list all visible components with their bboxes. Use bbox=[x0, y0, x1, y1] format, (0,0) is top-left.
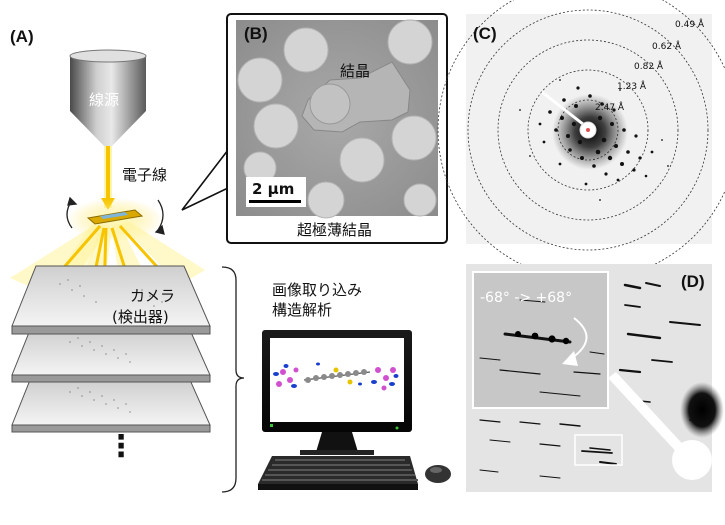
panel-d bbox=[466, 264, 724, 492]
ring-label-0: 0.49 Å bbox=[675, 18, 705, 30]
ring-label-4: 2.47 Å bbox=[595, 101, 625, 113]
panel-a bbox=[10, 49, 451, 493]
source-label: 線源 bbox=[89, 91, 120, 109]
panel-b bbox=[181, 13, 448, 244]
ring-label-1: 0.62 Å bbox=[652, 40, 682, 52]
panel-c-label: (C) bbox=[473, 24, 497, 43]
zoom-source-box bbox=[574, 434, 623, 466]
electron-source-cone-icon bbox=[69, 49, 147, 146]
electron-beam-label: 電子線 bbox=[122, 166, 168, 184]
crystal-label: 結晶 bbox=[340, 62, 371, 80]
camera-label-2: (検出器) bbox=[112, 308, 169, 326]
panel-a-label: (A) bbox=[10, 27, 34, 46]
ring-label-2: 0.82 Å bbox=[634, 60, 664, 72]
diffraction-spots bbox=[519, 79, 669, 201]
scale-bar bbox=[249, 200, 301, 203]
rotation-range-label: -68° -> +68° bbox=[480, 290, 573, 306]
ring-label-3: 1.23 Å bbox=[617, 80, 647, 92]
rotation-arrow-icon bbox=[66, 196, 165, 235]
molecule-structure bbox=[273, 362, 399, 391]
keyboard-icon bbox=[258, 456, 418, 490]
detector-plate-3 bbox=[11, 379, 211, 433]
diffraction-streaks bbox=[479, 282, 709, 479]
panel-d-label: (D) bbox=[681, 272, 705, 291]
zoom-inset bbox=[472, 271, 609, 409]
camera-label-1: カメラ bbox=[130, 287, 176, 305]
detector-plates bbox=[11, 265, 211, 433]
beam-stop-d bbox=[608, 372, 712, 480]
scale-bar-label: 2 μm bbox=[252, 180, 295, 198]
monitor-icon bbox=[262, 330, 412, 455]
mouse-icon bbox=[425, 465, 451, 483]
analysis-label-2: 構造解析 bbox=[272, 301, 333, 319]
rotation-arrow-icon-d bbox=[562, 317, 588, 366]
panel-c: 0.49 Å 0.62 Å 0.82 Å 1.23 Å 2.47 Å bbox=[437, 0, 725, 281]
detector-plate-1 bbox=[11, 265, 211, 335]
panel-b-label: (B) bbox=[244, 24, 268, 43]
detector-plate-2 bbox=[11, 329, 211, 383]
beam-stop bbox=[541, 90, 597, 139]
bracket bbox=[221, 266, 245, 493]
ultrathin-crystal-label: 超極薄結晶 bbox=[297, 221, 373, 239]
analysis-label-1: 画像取り込み bbox=[272, 281, 363, 299]
vertical-dots: ⋮ bbox=[106, 429, 136, 464]
